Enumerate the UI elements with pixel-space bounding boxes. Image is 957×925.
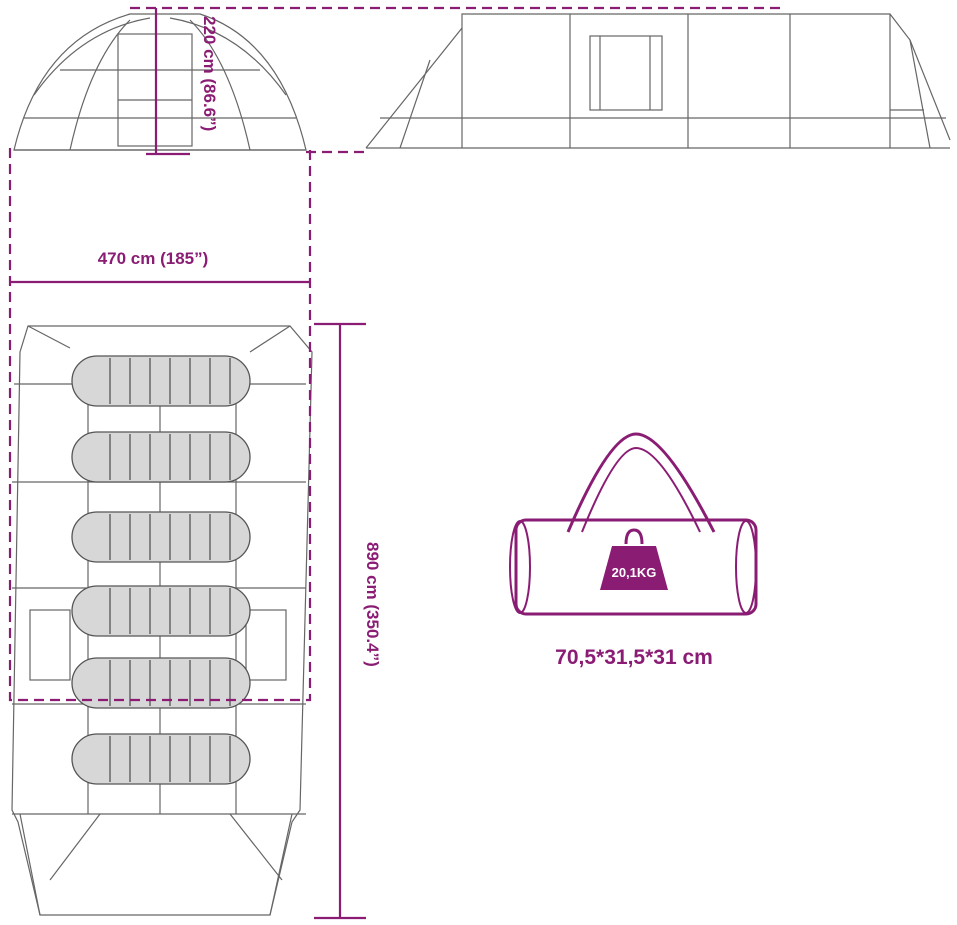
weight-label: 20,1KG	[612, 565, 657, 580]
weight-icon	[600, 528, 668, 590]
sleeping-bag	[71, 657, 251, 709]
carry-bag	[509, 432, 758, 616]
height-label: 220 cm (86.6”)	[200, 16, 219, 131]
sleeping-bags	[71, 355, 251, 785]
dimension-lines	[8, 6, 780, 920]
bag-size-label: 70,5*31,5*31 cm	[555, 646, 713, 669]
bag-handle	[566, 432, 716, 533]
width-label: 470 cm (185”)	[98, 249, 209, 268]
length-label: 890 cm (350.4”)	[363, 542, 382, 667]
sleeping-bag	[71, 585, 251, 637]
sleeping-bag	[71, 733, 251, 785]
bag-end-left	[509, 520, 531, 614]
sleeping-bag	[71, 355, 251, 407]
tent-side-view	[365, 13, 951, 149]
width-guide	[8, 148, 312, 702]
tent-front-view	[13, 13, 307, 151]
sleeping-bag	[71, 511, 251, 563]
sleeping-bag	[71, 431, 251, 483]
bag-end-right	[735, 520, 757, 614]
